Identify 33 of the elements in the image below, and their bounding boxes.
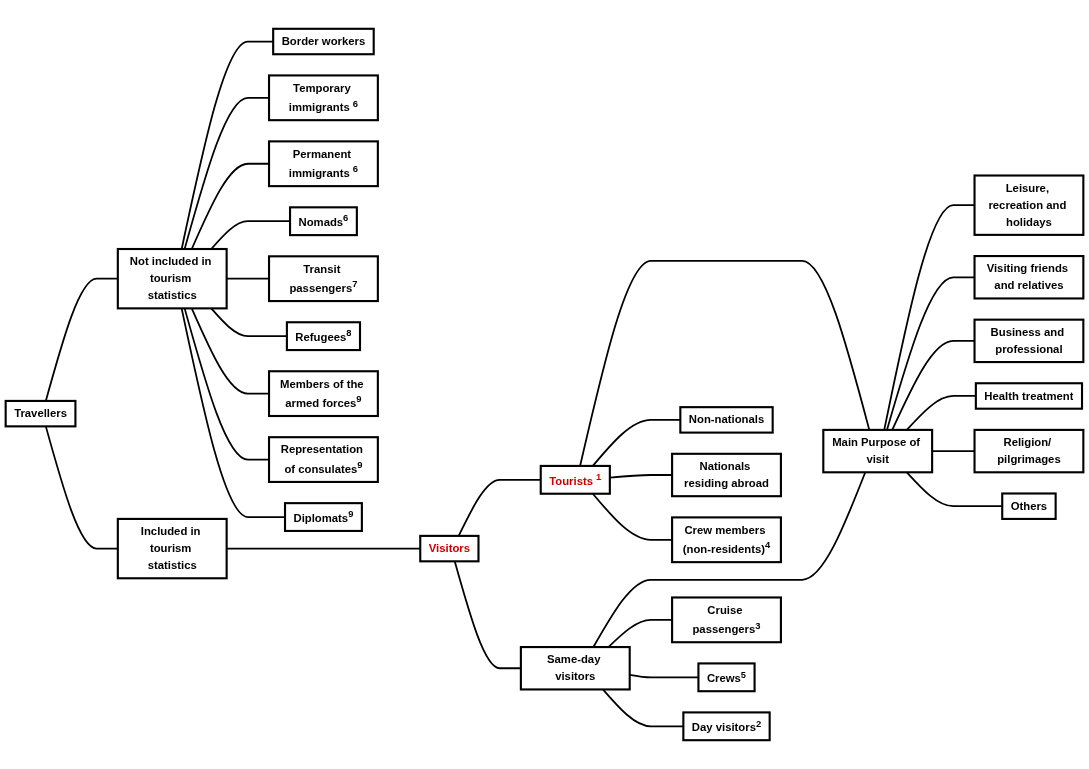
node-box: Crew members (non-residents)$^{4}$ (671, 516, 782, 564)
node-box: Visiting friends and relatives (973, 255, 1085, 300)
node-box: Religion/ pilgrimages (973, 428, 1085, 474)
node-box: Others (1001, 492, 1057, 520)
node-box: Nomads$^{6}$ (289, 206, 358, 237)
node-box: Business and professional (973, 318, 1085, 364)
node-box: Crews$^{5}$ (697, 662, 756, 693)
node-box: Nationals residing abroad (671, 452, 782, 498)
connector (607, 618, 673, 648)
node-box: Travellers (4, 399, 77, 428)
node-box: Not included in tourism statistics (116, 247, 228, 310)
node-box: Representation of consulates$^{9}$ (267, 436, 379, 483)
node-box: Visitors (419, 534, 480, 563)
node-box: Main Purpose of visit (822, 428, 934, 474)
node-box: Cruise passengers$^{3}$ (671, 596, 782, 644)
node-box: Health treatment (974, 382, 1084, 410)
connector (190, 162, 270, 250)
node-box: Border workers (272, 27, 375, 56)
node-box: Tourists $^{1}$ (539, 464, 611, 495)
node-box: Diplomats$^{9}$ (283, 502, 363, 532)
node-box: Same-day visitors (519, 646, 631, 691)
connector (592, 471, 867, 648)
connector (183, 96, 270, 250)
node-box: Leisure, recreation and holidays (973, 174, 1085, 236)
node-box: Refugees$^{8}$ (285, 321, 362, 352)
node-box: Non-nationals (679, 406, 774, 434)
node-box: Included in tourism statistics (116, 517, 228, 580)
node-box: Day visitors$^{2}$ (682, 711, 771, 742)
node-box: Transit passengers$^{7}$ (267, 255, 379, 303)
node-box: Members of the armed forces$^{9}$ (267, 370, 379, 418)
node-box: Permanent immigrants $^{6}$ (267, 140, 379, 188)
connector (210, 220, 291, 250)
node-box: Temporary immigrants $^{6}$ (267, 74, 379, 122)
